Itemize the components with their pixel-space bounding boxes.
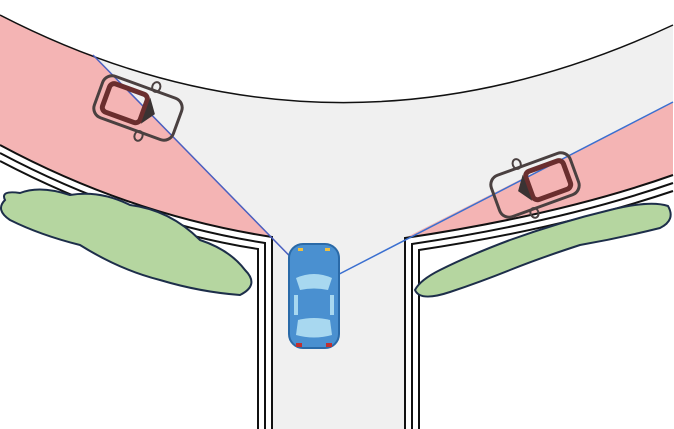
ego-car-blue — [288, 243, 340, 349]
bush-left — [0, 188, 253, 297]
road-curb-right — [404, 174, 674, 429]
main-road — [0, 15, 673, 429]
blind-zone-left — [0, 15, 272, 237]
hidden-car-right — [489, 151, 581, 219]
sight-line-left — [92, 54, 319, 286]
sight-line-right — [317, 101, 674, 286]
bush-right — [413, 202, 672, 298]
hidden-car-left — [92, 74, 184, 142]
